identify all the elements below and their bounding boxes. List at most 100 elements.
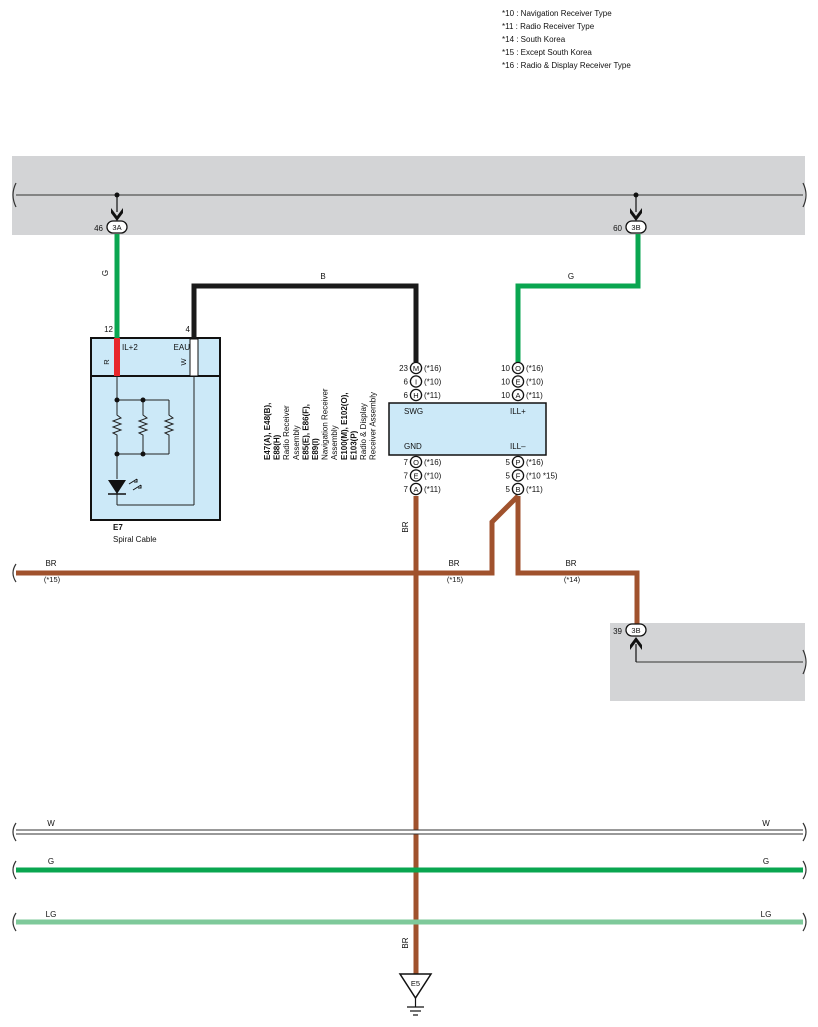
connector-label-line: E85(E), E86(F),: [301, 404, 310, 460]
terminal-label: SWG: [404, 407, 423, 416]
pin-ill-minus-circle: [511, 482, 525, 496]
variant-note: (*15): [44, 575, 61, 584]
wire-color-label: BR: [401, 521, 410, 532]
connector-label-line: Receiver Assembly: [369, 392, 378, 460]
pin-gnd-note: (*10): [424, 472, 442, 481]
pin-ill-plus-circle: [511, 388, 525, 402]
connector-label-line: E88(H): [273, 434, 282, 460]
pin-swg-letter: H: [413, 391, 418, 400]
wire-color-label: BR: [565, 559, 576, 568]
pin-ill-minus-note: (*11): [526, 485, 543, 494]
wire-color-label: W: [179, 358, 188, 366]
break-mark-right: [802, 182, 807, 208]
pin-ill-minus-note: (*10 *15): [526, 472, 558, 481]
variant-note: (*14): [564, 575, 581, 584]
pin-ill-minus-letter: P: [515, 458, 520, 467]
connector-label-line: E103(P): [349, 430, 358, 460]
pin-swg-circle: [409, 375, 423, 388]
break-mark-left: [12, 822, 17, 842]
connector-label-line: Assembly: [292, 425, 301, 460]
terminal-label: EAU: [174, 343, 191, 352]
pin-ill-plus-circle: [511, 361, 525, 375]
wire-color-label: B: [320, 272, 325, 281]
wire-color-label: BR: [401, 937, 410, 948]
pin-swg-note: (*16): [424, 364, 442, 373]
connector-oval: [625, 623, 647, 637]
break-mark-left: [12, 563, 17, 583]
pin-swg-number: 23: [399, 364, 408, 373]
pin-gnd-circle: [409, 455, 423, 469]
pin-ill-minus-circle: [511, 455, 525, 469]
legend-item: *14 : South Korea: [502, 35, 566, 44]
pin-ill-minus-number: 5: [506, 472, 511, 481]
pin-swg-note: (*10): [424, 378, 442, 387]
wire-color-label: W: [47, 819, 55, 828]
pin-ill-minus-note: (*16): [526, 458, 544, 467]
connector-label-line: E100(M), E102(O),: [340, 392, 349, 460]
pin-ill-plus-number: 10: [501, 364, 510, 373]
pin-swg-letter: M: [413, 364, 419, 373]
junction-dot: [114, 451, 120, 457]
receiver-pins: M23(*16)I6(*10)H6(*11)O10(*16)E10(*10)A1…: [399, 361, 558, 496]
legend-item: *16 : Radio & Display Receiver Type: [502, 61, 631, 70]
pin-ill-plus-letter: E: [515, 378, 520, 387]
wire-color-label: BR: [45, 559, 56, 568]
component-code: E7: [113, 523, 123, 532]
pin-swg-note: (*11): [424, 391, 441, 400]
pin-gnd-note: (*11): [424, 485, 441, 494]
wire-g-ill: [515, 234, 641, 362]
connector-oval: [625, 220, 647, 234]
pin-ill-minus-number: 5: [506, 458, 511, 467]
break-mark-right: [802, 912, 807, 932]
pin-number: 4: [186, 325, 191, 334]
wire-color-label: G: [763, 857, 769, 866]
connector-id: 3B: [631, 223, 640, 232]
terminal-label: GND: [404, 442, 422, 451]
pin-ill-minus-number: 5: [506, 485, 511, 494]
pin-gnd-circle: [409, 469, 423, 482]
ground-symbol: [398, 973, 433, 1016]
connector-id: 3B: [631, 626, 640, 635]
pin-number: 60: [613, 224, 622, 233]
wires: [12, 234, 807, 974]
pin-gnd-number: 7: [404, 485, 409, 494]
wire-br-left: [16, 494, 520, 576]
pin-ill-plus-note: (*16): [526, 364, 544, 373]
connector-arrow-icon: [630, 208, 642, 221]
connector-arrow-icon: [630, 637, 642, 650]
pin-gnd-letter: E: [413, 472, 418, 481]
pin-ill-plus-letter: A: [515, 391, 520, 400]
break-mark-left: [12, 860, 17, 880]
wire-w-spiral: [189, 338, 199, 377]
connector-label-line: Radio & Display: [359, 403, 368, 460]
break-mark-right: [802, 649, 807, 675]
variant-note: (*15): [447, 575, 464, 584]
connector-label-line: Assembly: [330, 425, 339, 460]
wire-color-label: G: [48, 857, 54, 866]
wire-color-label: LG: [761, 910, 772, 919]
connector-label-line: E47(A), E48(B),: [263, 403, 272, 460]
legend-item: *11 : Radio Receiver Type: [502, 22, 595, 31]
wire-br-ill-right: [515, 496, 640, 624]
pin-ill-minus-letter: B: [515, 485, 520, 494]
junction-dot: [114, 397, 120, 403]
pin-gnd-circle: [409, 482, 423, 496]
break-mark-left: [12, 182, 17, 208]
ground-code: E5: [411, 979, 420, 988]
connector-label-line: Radio Receiver: [282, 405, 291, 460]
pin-number: 46: [94, 224, 103, 233]
connector-label-line: E89(I): [311, 438, 320, 460]
pin-gnd-letter: O: [413, 458, 419, 467]
pin-ill-plus-note: (*10): [526, 378, 544, 387]
pin-ill-plus-circle: [511, 375, 525, 388]
wire-b-swg: [191, 283, 419, 362]
pin-gnd-number: 7: [404, 458, 409, 467]
wire-color-label: W: [762, 819, 770, 828]
connector-oval: [106, 220, 128, 234]
pin-swg-letter: I: [415, 378, 417, 387]
pin-ill-minus-circle: [511, 469, 525, 482]
terminal-label: ILL–: [510, 442, 526, 451]
break-mark-right: [802, 860, 807, 880]
